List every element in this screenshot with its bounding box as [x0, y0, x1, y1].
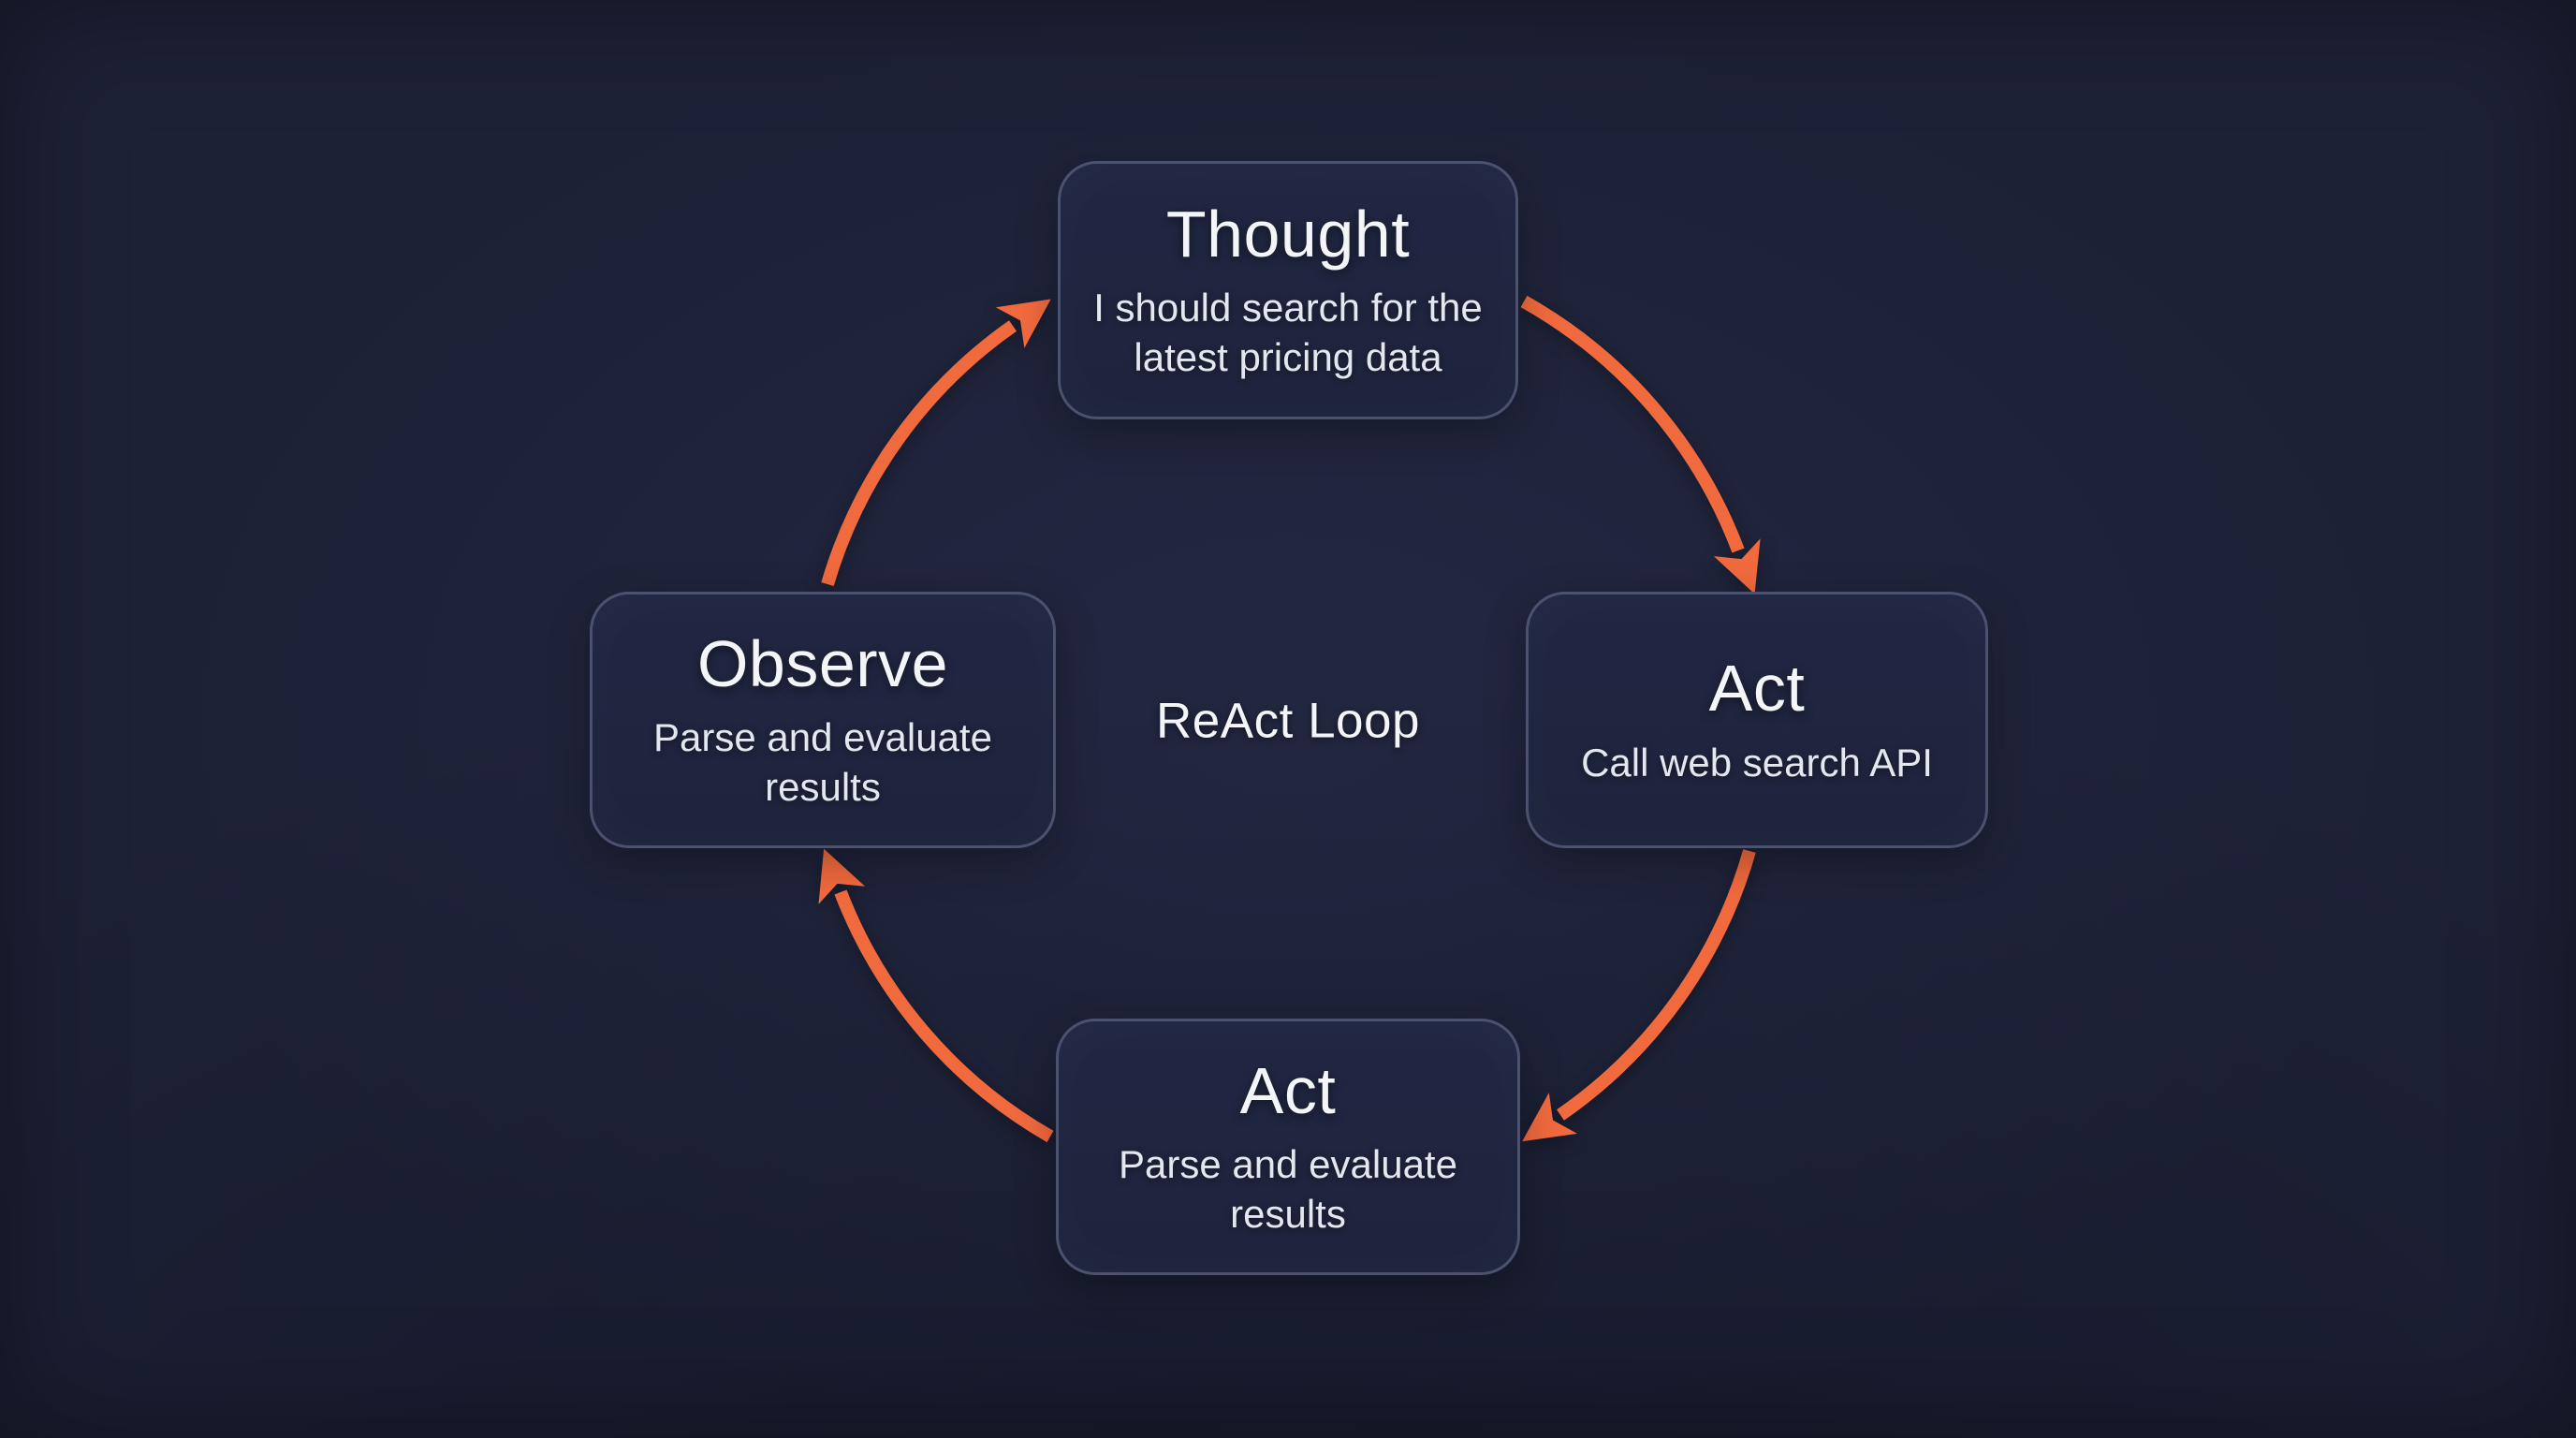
node-act: Act Call web search API — [1526, 592, 1988, 848]
node-observe: Observe Parse and evaluate results — [590, 592, 1056, 848]
arrow-act-to-act2 — [1522, 849, 1756, 1142]
node-observe-subtitle: Parse and evaluate results — [653, 715, 992, 810]
node-act-subtitle: Call web search API — [1581, 740, 1933, 785]
node-act-title: Act — [1708, 652, 1806, 726]
arrow-thought-to-act — [1520, 295, 1761, 594]
node-observe-title: Observe — [696, 626, 949, 700]
node-thought: Thought I should search for the latest p… — [1058, 161, 1518, 419]
arrow-observe-to-thought — [821, 299, 1051, 586]
arrow-act2-to-observe — [818, 848, 1054, 1143]
node-act-2-subtitle: Parse and evaluate results — [1119, 1142, 1457, 1237]
center-label: ReAct Loop — [1156, 693, 1420, 749]
node-act-2-title: Act — [1239, 1053, 1337, 1127]
node-thought-title: Thought — [1165, 197, 1411, 271]
node-act-2: Act Parse and evaluate results — [1056, 1019, 1520, 1275]
node-thought-subtitle: I should search for the latest pricing d… — [1093, 286, 1483, 380]
